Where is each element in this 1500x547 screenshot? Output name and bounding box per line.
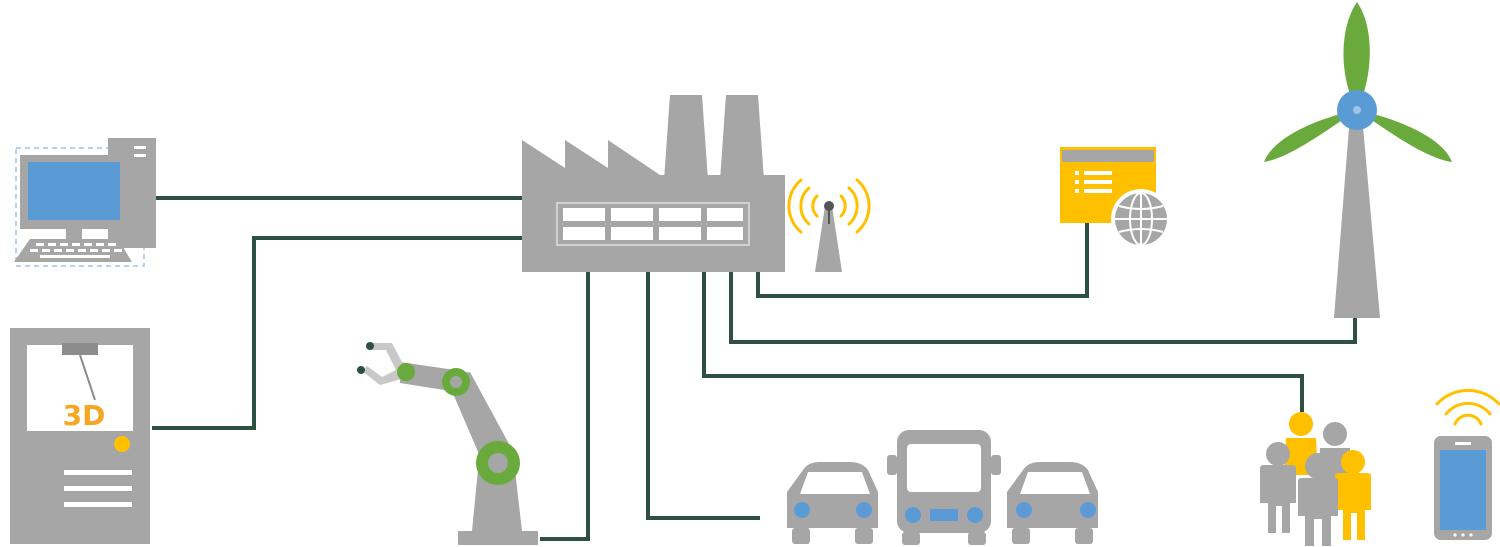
line-factory-wind-turbine [729, 272, 1357, 344]
wind-turbine-icon [1264, 2, 1452, 318]
car-left-icon [787, 462, 878, 544]
robot-arm-icon [357, 342, 538, 545]
cars-bus-icon [787, 430, 1098, 545]
printer-3d-label: 3D [63, 399, 106, 432]
line-factory-vehicles [646, 272, 760, 520]
printer-3d-icon: 3D [10, 328, 150, 544]
people-group-icon [1260, 412, 1371, 546]
car-right-icon [1007, 462, 1098, 544]
factory-icon [522, 95, 785, 272]
computer-icon [14, 138, 156, 267]
connection-lines [152, 196, 1357, 541]
line-factory-robot [540, 272, 590, 541]
bus-icon [887, 430, 1001, 545]
line-factory-people [702, 272, 1304, 412]
web-browser-globe-icon [1060, 147, 1171, 249]
antenna-icon [787, 178, 871, 272]
line-factory-3d-printer [152, 236, 522, 430]
line-factory-web [756, 222, 1089, 298]
smartphone-wifi-icon [1434, 388, 1500, 540]
